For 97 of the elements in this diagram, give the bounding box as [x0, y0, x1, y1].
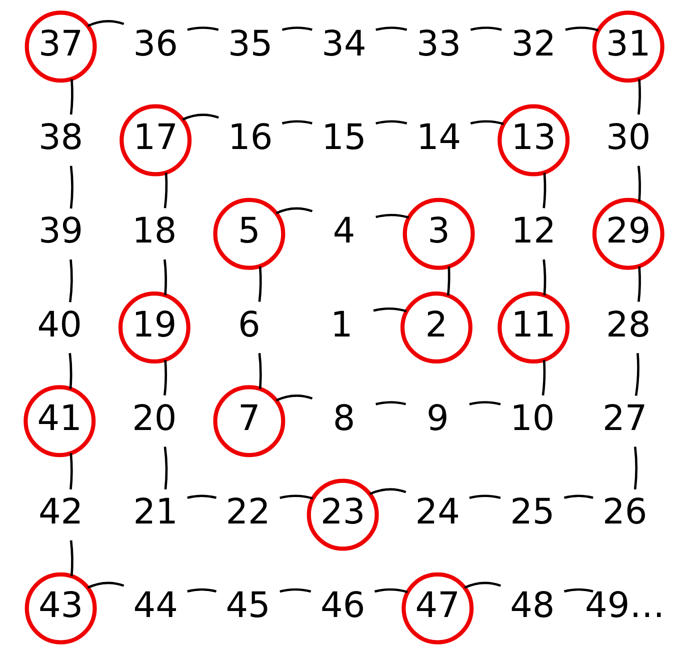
- node-circle: 43: [24, 572, 96, 644]
- node-circle: 17: [119, 104, 192, 176]
- node-text: 9: [426, 398, 448, 439]
- node-text: 34: [321, 23, 366, 64]
- connector: [368, 488, 406, 496]
- connector: [372, 307, 406, 312]
- connector: [636, 266, 640, 302]
- node-text: 16: [228, 117, 272, 158]
- node-text: 28: [606, 304, 650, 346]
- connector: [374, 588, 408, 594]
- node-circle: 13: [497, 104, 570, 176]
- node-text: 6: [238, 304, 260, 346]
- node-text: 40: [36, 304, 82, 346]
- connector: [375, 401, 406, 406]
- node-text: 14: [416, 117, 461, 158]
- connector: [186, 494, 216, 499]
- node-text: 24: [414, 492, 460, 533]
- node-text: 8: [332, 398, 355, 439]
- connector: [470, 26, 502, 31]
- connector: [470, 120, 504, 126]
- node-circle: 37: [24, 10, 96, 83]
- connector: [275, 394, 312, 402]
- node-circle: 41: [23, 385, 96, 458]
- connector: [563, 494, 593, 499]
- node-text: 20: [132, 398, 176, 439]
- connector: [86, 582, 124, 589]
- connector: [69, 79, 73, 115]
- node-text: 49…: [584, 585, 664, 626]
- connector: [86, 20, 124, 27]
- connector: [541, 360, 546, 396]
- node-text: 38: [38, 117, 83, 158]
- connector: [633, 446, 637, 490]
- node-circle: 47: [401, 572, 474, 644]
- connector: [636, 166, 640, 202]
- connector: [281, 26, 312, 31]
- connector: [258, 353, 262, 389]
- node-circle: 2: [400, 292, 472, 364]
- connector: [279, 588, 311, 593]
- connector: [464, 582, 501, 589]
- connector: [542, 172, 546, 208]
- node-text: 1: [330, 304, 352, 346]
- node-text: 30: [606, 117, 650, 158]
- connector: [68, 259, 72, 302]
- connector: [182, 114, 218, 121]
- connector: [636, 79, 640, 115]
- node-circle: 11: [497, 292, 570, 364]
- connector: [68, 353, 72, 389]
- node-text: 48: [510, 585, 554, 626]
- connector: [634, 353, 639, 396]
- node-text: 21: [132, 492, 178, 533]
- node-text: 35: [228, 23, 272, 64]
- node-circle: 5: [212, 198, 285, 270]
- connector: [375, 120, 407, 125]
- node-text: 12: [510, 210, 556, 252]
- connector: [446, 266, 450, 296]
- connector: [69, 453, 72, 490]
- node-circle: 29: [592, 198, 664, 270]
- node-text: 42: [38, 492, 83, 533]
- connector: [275, 207, 312, 214]
- node-circle: 3: [402, 198, 474, 270]
- connector: [375, 26, 407, 31]
- node-text: 22: [225, 492, 270, 533]
- node-text: 33: [416, 23, 461, 64]
- connector: [281, 120, 312, 124]
- connector: [163, 259, 166, 296]
- node-text: 46: [320, 585, 365, 626]
- connector: [468, 401, 500, 406]
- node-text: 44: [132, 585, 178, 626]
- node-text: 18: [132, 210, 176, 252]
- node-text: 39: [38, 210, 83, 252]
- node-text: 26: [602, 492, 647, 533]
- node-text: 15: [321, 117, 366, 158]
- node-circle: 19: [118, 292, 190, 364]
- node-text: 27: [602, 398, 647, 439]
- node-text: 10: [510, 398, 554, 439]
- connector: [468, 494, 500, 500]
- connector: [163, 446, 168, 490]
- connector: [69, 166, 73, 209]
- node-circle: 31: [592, 10, 664, 83]
- connector: [542, 259, 546, 296]
- node-text: 45: [225, 585, 270, 626]
- connector: [163, 172, 168, 208]
- connector: [564, 26, 598, 32]
- connector: [186, 588, 216, 592]
- node-circle: 23: [306, 478, 378, 551]
- node-circle: 7: [212, 385, 285, 458]
- connector: [279, 494, 313, 500]
- connector: [258, 266, 262, 302]
- node-text: 36: [132, 23, 178, 64]
- connector: [69, 540, 73, 576]
- node-text: 25: [510, 492, 554, 533]
- connector: [163, 360, 166, 396]
- node-text: 4: [332, 210, 355, 252]
- connector: [186, 26, 218, 31]
- connector: [563, 588, 593, 592]
- node-text: 32: [510, 23, 556, 64]
- connector: [375, 214, 409, 219]
